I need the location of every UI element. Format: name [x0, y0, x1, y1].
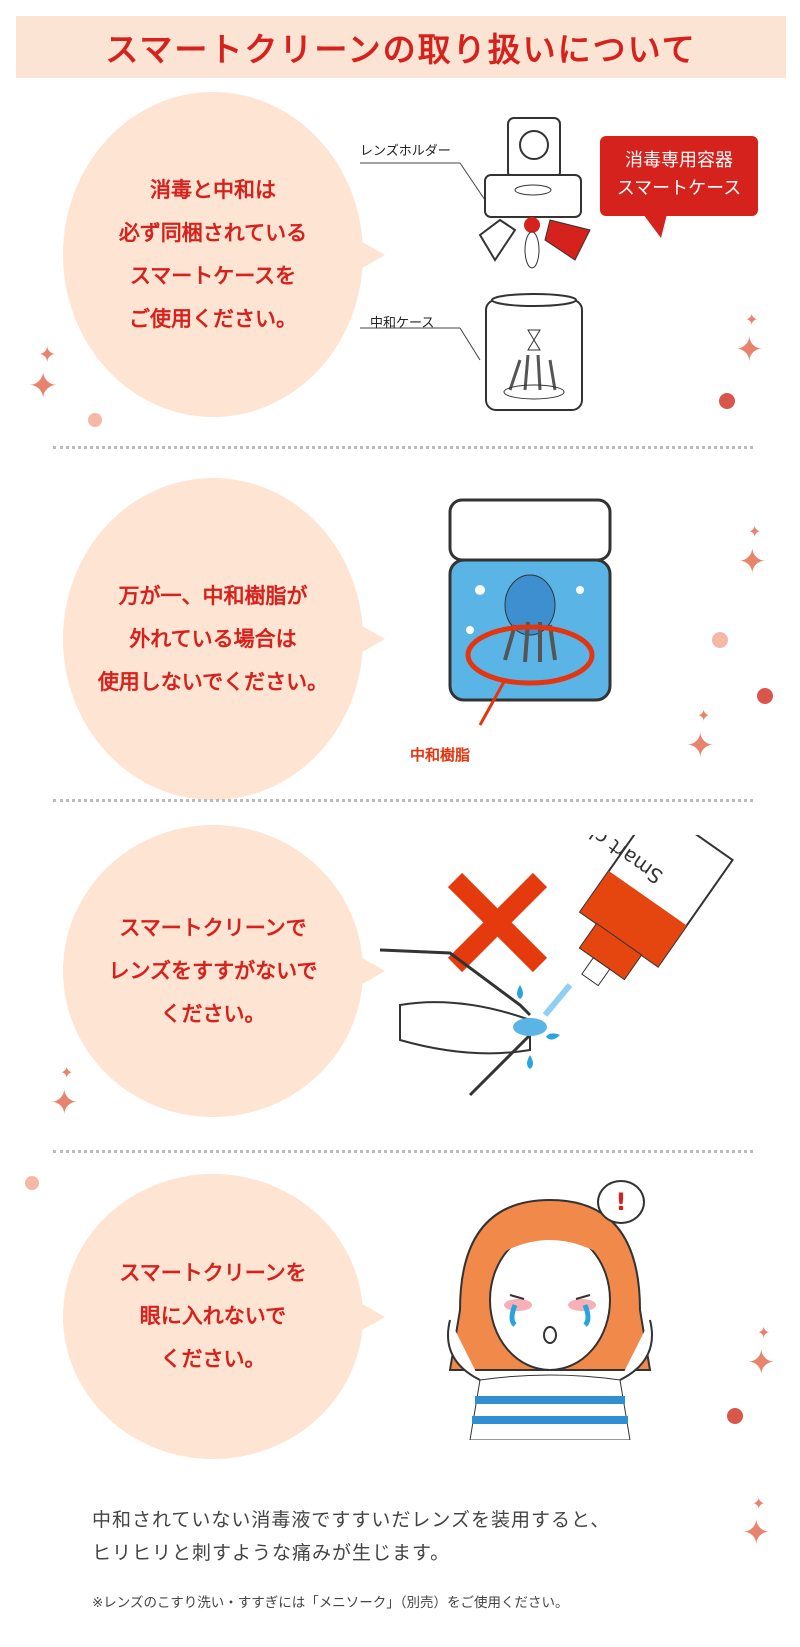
warning-line-2: ヒリヒリと刺すような痛みが生じます。 — [92, 1542, 451, 1564]
divider — [53, 1150, 753, 1153]
sparkle-icon: ✦ — [747, 1343, 776, 1383]
bubble-text: スマートクリーンを 眼に入れないで ください。 — [119, 1261, 307, 1371]
sparkle-icon: ✦ — [686, 726, 715, 766]
sparkle-icon: ✦ — [738, 542, 767, 582]
divider — [53, 799, 753, 802]
lens-holder-label: レンズホルダー — [360, 144, 451, 159]
sparkle-icon: ✦ — [742, 1513, 771, 1553]
dot — [757, 688, 773, 704]
resin-label: 中和樹脂 — [410, 746, 471, 764]
callout-tail — [643, 214, 667, 238]
speech-bubble-1: 消毒と中和は 必ず同梱されている スマートケースを ご使用ください。 — [63, 92, 385, 417]
page-title: スマートクリーンの取り扱いについて — [105, 30, 697, 69]
sparkle-icon: ✦ — [60, 1063, 74, 1082]
dot — [88, 413, 102, 427]
sparkle-icon: ✦ — [735, 330, 764, 370]
neutralizing-case-label: 中和ケース — [370, 316, 435, 331]
sparkle-icon: ✦ — [752, 1494, 766, 1513]
footnote: ※レンズのこすり洗い・すすぎには「メニソーク」（別売）をご使用ください。 — [92, 1595, 569, 1611]
sparkle-icon: ✦ — [38, 343, 57, 368]
bubble-text: 万が一、中和樹脂が 外れている場合は 使用しないでください。 — [97, 583, 329, 694]
warning-line-1: 中和されていない消毒液ですすいだレンズを装用すると、 — [92, 1509, 611, 1531]
bubble-text: 消毒と中和は 必ず同梱されている スマートケースを ご使用ください。 — [118, 177, 308, 331]
exclamation-icon: ! — [615, 1188, 627, 1216]
bubble-text: スマートクリーンで レンズをすすがないで ください。 — [108, 915, 318, 1026]
dot — [712, 632, 728, 648]
case-resin-illustration — [448, 498, 612, 726]
title-band: スマートクリーンの取り扱いについて — [16, 16, 786, 78]
divider — [53, 446, 753, 449]
speech-bubble-2: 万が一、中和樹脂が 外れている場合は 使用しないでください。 — [63, 478, 385, 800]
cross-mark-icon — [447, 872, 548, 973]
sparkle-icon: ✦ — [757, 1323, 771, 1342]
rinse-prohibited-illustration: Smart clear — [380, 835, 734, 1097]
sparkle-icon: ✦ — [28, 366, 59, 407]
smart-case-illustration — [360, 117, 591, 411]
speech-bubble-3: スマートクリーンで レンズをすすがないで ください。 — [63, 825, 385, 1117]
speech-bubble-4: スマートクリーンを 眼に入れないで ください。 — [63, 1174, 385, 1459]
dot — [719, 393, 735, 409]
eye-pain-illustration — [447, 1198, 653, 1440]
sparkle-icon: ✦ — [697, 706, 711, 725]
dot — [25, 1176, 39, 1190]
exclamation-bubble: ! — [597, 1180, 645, 1224]
sparkle-icon: ✦ — [745, 310, 759, 329]
callout-smart-case: 消毒専用容器 スマートケース — [600, 136, 758, 216]
sparkle-icon: ✦ — [748, 522, 762, 541]
dot — [727, 1408, 743, 1424]
sparkle-icon: ✦ — [50, 1083, 79, 1123]
